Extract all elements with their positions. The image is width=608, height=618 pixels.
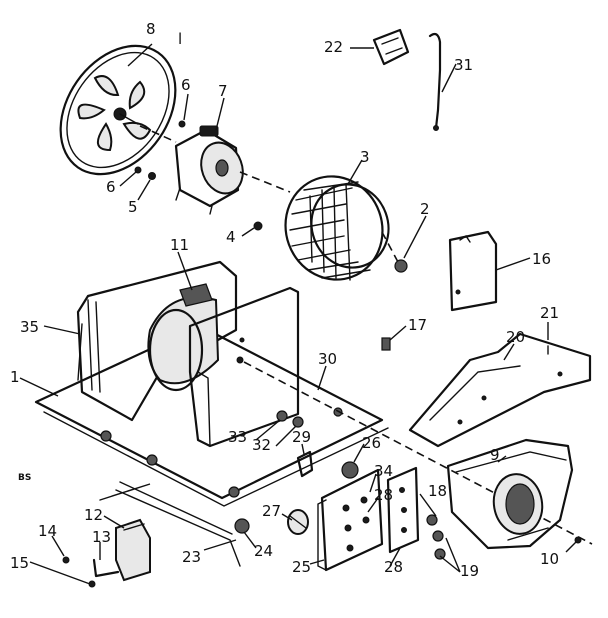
wire-31 <box>428 32 442 131</box>
callout-10: 10 <box>540 550 559 568</box>
switch-27 <box>287 509 309 535</box>
nut-4 <box>253 221 263 231</box>
screw-14 <box>62 556 70 564</box>
callout-12: 12 <box>84 506 103 524</box>
fastener-32 <box>292 416 304 428</box>
evaporator-housing-35 <box>76 260 238 422</box>
callout-24: 24 <box>254 542 273 560</box>
partition-30 <box>188 286 300 448</box>
fastener-19b <box>434 548 446 560</box>
callout-29: 29 <box>292 428 311 446</box>
corner-code: BS <box>18 473 31 483</box>
callout-28-bottom: 28 <box>384 558 403 576</box>
callout-27: 27 <box>262 502 281 520</box>
callout-11: 11 <box>170 236 189 254</box>
nut-6-top <box>178 120 186 128</box>
cover-plate-20 <box>408 332 592 448</box>
fastener-33 <box>276 410 288 422</box>
callout-6-top: 6 <box>181 76 191 94</box>
callout-8: 8 <box>146 20 156 38</box>
clip-22 <box>372 28 410 66</box>
clip-29 <box>296 450 314 478</box>
callout-17: 17 <box>408 316 427 334</box>
callout-13: 13 <box>92 528 111 546</box>
callout-34: 34 <box>374 462 393 480</box>
callout-32: 32 <box>252 436 271 454</box>
clip-17 <box>381 337 391 351</box>
callout-14: 14 <box>38 522 57 540</box>
knob-24 <box>234 518 250 534</box>
callout-35: 35 <box>20 318 39 336</box>
callout-labels: 8 6 7 6 5 4 3 2 22 31 16 17 20 21 11 35 … <box>10 20 559 580</box>
fan-blade-wheel <box>59 44 177 176</box>
callout-19: 19 <box>460 562 479 580</box>
blower-wheel <box>284 175 390 281</box>
capacitor-12 <box>115 518 151 582</box>
callout-20: 20 <box>506 328 525 346</box>
callout-18: 18 <box>428 482 447 500</box>
callout-28-top: 28 <box>374 486 393 504</box>
callout-2: 2 <box>420 200 430 218</box>
callout-1: 1 <box>10 368 20 386</box>
nut-2 <box>394 259 408 273</box>
callout-6-bottom: 6 <box>106 178 116 196</box>
strap-13 <box>92 558 120 578</box>
motor <box>174 125 244 215</box>
terminal-board-28 <box>386 466 420 554</box>
callout-4: 4 <box>226 228 236 246</box>
fastener-18 <box>426 514 438 526</box>
callout-30: 30 <box>318 350 337 368</box>
nut-6-bottom <box>134 166 142 174</box>
washer-5 <box>148 172 156 180</box>
control-bracket-25 <box>317 468 384 572</box>
callout-22: 22 <box>324 38 343 56</box>
callout-26: 26 <box>362 434 381 452</box>
callout-33: 33 <box>228 428 247 446</box>
callout-3: 3 <box>360 148 370 166</box>
callout-5: 5 <box>128 198 138 216</box>
callout-25: 25 <box>292 558 311 576</box>
blower-housing-9 <box>446 438 574 550</box>
fastener-19a <box>432 530 444 542</box>
power-cord-23 <box>99 481 241 567</box>
panel-16 <box>448 230 498 312</box>
callout-31: 31 <box>454 56 473 74</box>
callout-23: 23 <box>182 548 201 566</box>
screw-10 <box>574 536 582 544</box>
leader-lines <box>19 43 577 585</box>
callout-9: 9 <box>490 446 500 464</box>
top-mark: l <box>178 30 182 48</box>
callout-21: 21 <box>540 304 559 322</box>
callout-7: 7 <box>218 82 228 100</box>
base-pan-1 <box>34 324 389 507</box>
callout-16: 16 <box>532 250 551 268</box>
knob-26 <box>341 461 359 479</box>
callout-15: 15 <box>10 554 29 572</box>
